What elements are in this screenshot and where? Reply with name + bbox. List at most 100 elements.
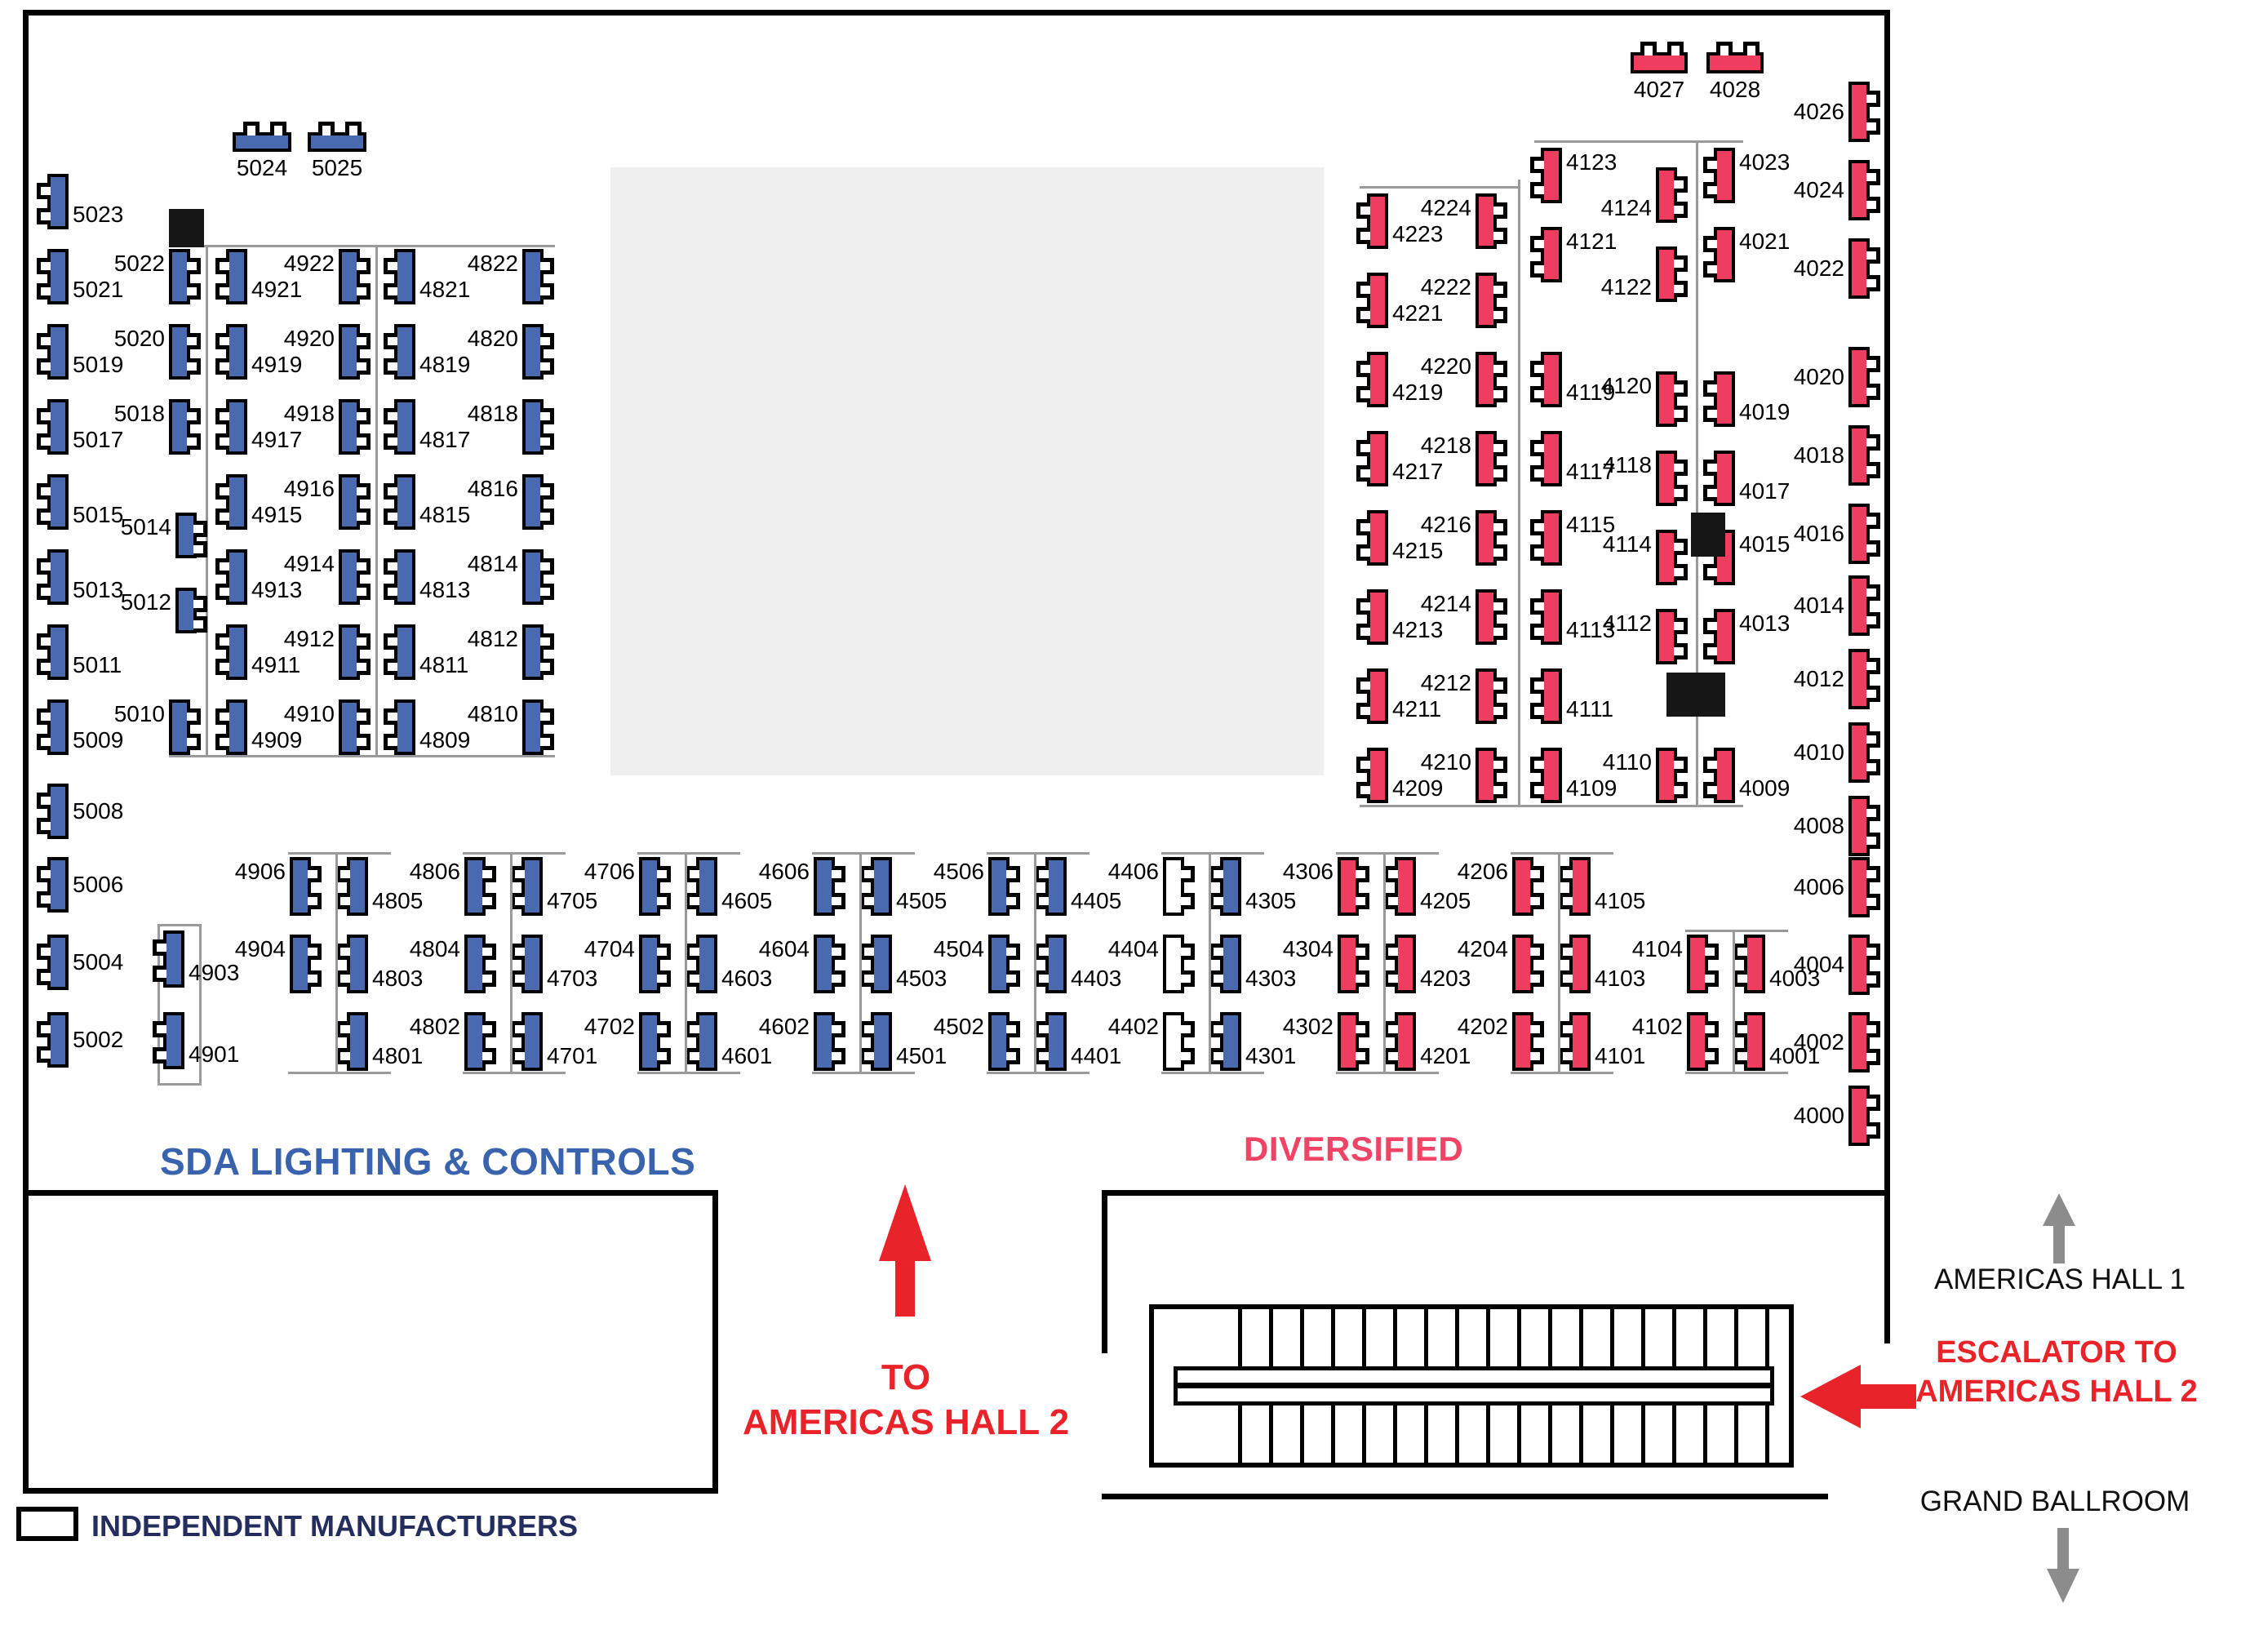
booth-label: 5020 bbox=[113, 326, 165, 351]
booth-tab-icon bbox=[336, 944, 350, 960]
booth-tab-icon bbox=[187, 734, 201, 750]
booth-4812: 4812 bbox=[468, 624, 554, 680]
booth-tab-icon bbox=[37, 734, 51, 750]
booth-tab-icon bbox=[1356, 361, 1370, 377]
booth-tab-icon bbox=[1866, 434, 1880, 451]
escalator bbox=[1149, 1304, 1794, 1468]
aisle-line bbox=[1534, 140, 1743, 143]
booth-tab-icon bbox=[1356, 440, 1370, 456]
booth-4114: 4114 bbox=[1603, 530, 1688, 585]
booth-tab-icon bbox=[540, 258, 554, 274]
booth-4016: 4016 bbox=[1794, 504, 1880, 564]
booth-tab-icon bbox=[336, 893, 350, 909]
booth-tab-icon bbox=[1703, 460, 1717, 476]
aisle-line bbox=[812, 1072, 915, 1074]
booth-label: 4819 bbox=[419, 352, 471, 377]
booth-tab-icon bbox=[1703, 485, 1717, 501]
booth-4206: 4206 bbox=[1458, 857, 1544, 916]
booth-tab-icon bbox=[1674, 460, 1688, 476]
booth-tab-icon bbox=[1866, 944, 1880, 960]
booth-label: 4811 bbox=[419, 652, 469, 677]
booth-4903: 4903 bbox=[153, 930, 239, 988]
booth-4913: 4913 bbox=[215, 549, 302, 605]
booth-tab-icon bbox=[832, 944, 845, 960]
booth-4202: 4202 bbox=[1458, 1012, 1544, 1071]
booth-4019: 4019 bbox=[1703, 371, 1790, 427]
booth-tab-icon bbox=[37, 508, 51, 525]
booth-label: 4022 bbox=[1793, 255, 1844, 281]
booth-label: 4008 bbox=[1793, 813, 1844, 838]
booth-4221: 4221 bbox=[1356, 273, 1443, 328]
booth-tab-icon bbox=[1530, 519, 1544, 535]
booth-4103: 4103 bbox=[1559, 935, 1645, 993]
booth-tab-icon bbox=[308, 944, 322, 960]
booth-label: 4821 bbox=[419, 277, 471, 302]
booth-tab-icon bbox=[384, 408, 397, 424]
booth-5012: 5012 bbox=[121, 588, 207, 633]
booth-5018: 5018 bbox=[114, 399, 201, 455]
booth-tab-icon bbox=[384, 483, 397, 500]
booth-4504: 4504 bbox=[934, 935, 1020, 993]
booth-tab-icon bbox=[511, 970, 525, 987]
booth-tab-icon bbox=[1530, 544, 1544, 561]
booth-tab-icon bbox=[1703, 157, 1717, 173]
booth-tab-icon bbox=[357, 283, 371, 300]
booth-tab-icon bbox=[540, 283, 554, 300]
booth-tab-icon bbox=[1530, 236, 1544, 252]
booth-tab-icon bbox=[384, 584, 397, 600]
booth-tab-icon bbox=[860, 944, 874, 960]
aisle-line bbox=[1685, 930, 1788, 932]
booth-tab-icon bbox=[1559, 893, 1573, 909]
booth-tab-icon bbox=[1493, 757, 1507, 773]
booth-label: 4217 bbox=[1392, 459, 1444, 484]
booth-tab-icon bbox=[1705, 944, 1719, 960]
booth-tab-icon bbox=[37, 283, 51, 300]
booth-tab-icon bbox=[1384, 944, 1398, 960]
booth-label: 4921 bbox=[251, 277, 303, 302]
booth-label: 5011 bbox=[73, 652, 122, 677]
booth-label: 4102 bbox=[1631, 1014, 1683, 1039]
aisle-line bbox=[1161, 1072, 1264, 1074]
booth-4115: 4115 bbox=[1530, 510, 1615, 566]
booth-4804: 4804 bbox=[410, 935, 496, 993]
booth-tab-icon bbox=[540, 633, 554, 650]
booth-tab-icon bbox=[482, 1048, 496, 1064]
booth-5011: 5011 bbox=[37, 624, 122, 680]
booth-4216: 4216 bbox=[1421, 510, 1507, 566]
booth-label: 5019 bbox=[73, 352, 124, 377]
booth-tab-icon bbox=[1209, 1021, 1223, 1037]
booth-tab-icon bbox=[1530, 677, 1544, 694]
booth-label: 4703 bbox=[547, 966, 598, 991]
booth-tab-icon bbox=[1493, 202, 1507, 219]
booth-label: 4301 bbox=[1245, 1043, 1297, 1068]
booth-tab-icon bbox=[1866, 169, 1880, 185]
aisle-line bbox=[169, 755, 555, 757]
booth-tab-icon bbox=[657, 1021, 671, 1037]
booth-tab-icon bbox=[1384, 893, 1398, 909]
booth-4017: 4017 bbox=[1703, 451, 1790, 506]
aisle-line bbox=[637, 1072, 740, 1074]
booth-label: 4120 bbox=[1600, 373, 1652, 398]
booth-4505: 4505 bbox=[860, 857, 947, 916]
booth-label: 4219 bbox=[1392, 380, 1444, 405]
booth-tab-icon bbox=[1006, 1048, 1020, 1064]
booth-4121: 4121 bbox=[1530, 227, 1617, 282]
booth-label: 4024 bbox=[1793, 177, 1844, 202]
wall-leftroom-top bbox=[23, 1190, 718, 1196]
booth-label: 4201 bbox=[1420, 1043, 1471, 1068]
booth-tab-icon bbox=[1674, 782, 1688, 798]
booth-5021: 5021 bbox=[37, 249, 123, 304]
booth-label: 4914 bbox=[283, 551, 335, 576]
booth-tab-icon bbox=[540, 734, 554, 750]
booth-label: 4015 bbox=[1739, 531, 1791, 557]
booth-tab-icon bbox=[308, 893, 322, 909]
booth-tab-icon bbox=[1356, 598, 1370, 615]
booth-tab-icon bbox=[540, 508, 554, 525]
booth-label: 4403 bbox=[1071, 966, 1122, 991]
booth-tab-icon bbox=[384, 708, 397, 725]
booth-tab-icon bbox=[511, 893, 525, 909]
booth-4813: 4813 bbox=[384, 549, 470, 605]
booth-tab-icon bbox=[1559, 970, 1573, 987]
booth-4701: 4701 bbox=[511, 1012, 597, 1071]
wall-rightroom-bottom bbox=[1102, 1494, 1828, 1499]
